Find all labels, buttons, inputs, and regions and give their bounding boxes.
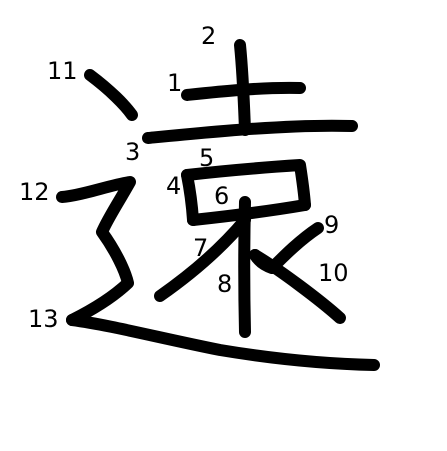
stroke-10	[249, 249, 346, 324]
stroke-label-2: 2	[201, 22, 216, 50]
stroke-2	[234, 39, 251, 136]
stroke-label-10: 10	[318, 259, 349, 287]
stroke-label-12: 12	[19, 178, 50, 206]
stroke-label-5: 5	[199, 144, 214, 172]
stroke-label-13: 13	[28, 305, 59, 333]
stroke-label-11: 11	[47, 57, 78, 85]
stroke-5	[181, 159, 311, 211]
stroke-4	[181, 169, 199, 226]
stroke-7	[154, 214, 251, 302]
stroke-3	[142, 119, 358, 144]
stroke-13	[66, 314, 380, 371]
stroke-label-8: 8	[217, 270, 232, 298]
stroke-12	[56, 176, 136, 326]
stroke-label-7: 7	[193, 234, 208, 262]
stroke-label-6: 6	[214, 182, 229, 210]
stroke-8	[238, 196, 251, 338]
stroke-11	[84, 69, 138, 121]
stroke-label-9: 9	[324, 211, 339, 239]
stroke-label-1: 1	[167, 69, 182, 97]
stroke-label-3: 3	[125, 138, 140, 166]
stroke-label-4: 4	[166, 172, 181, 200]
